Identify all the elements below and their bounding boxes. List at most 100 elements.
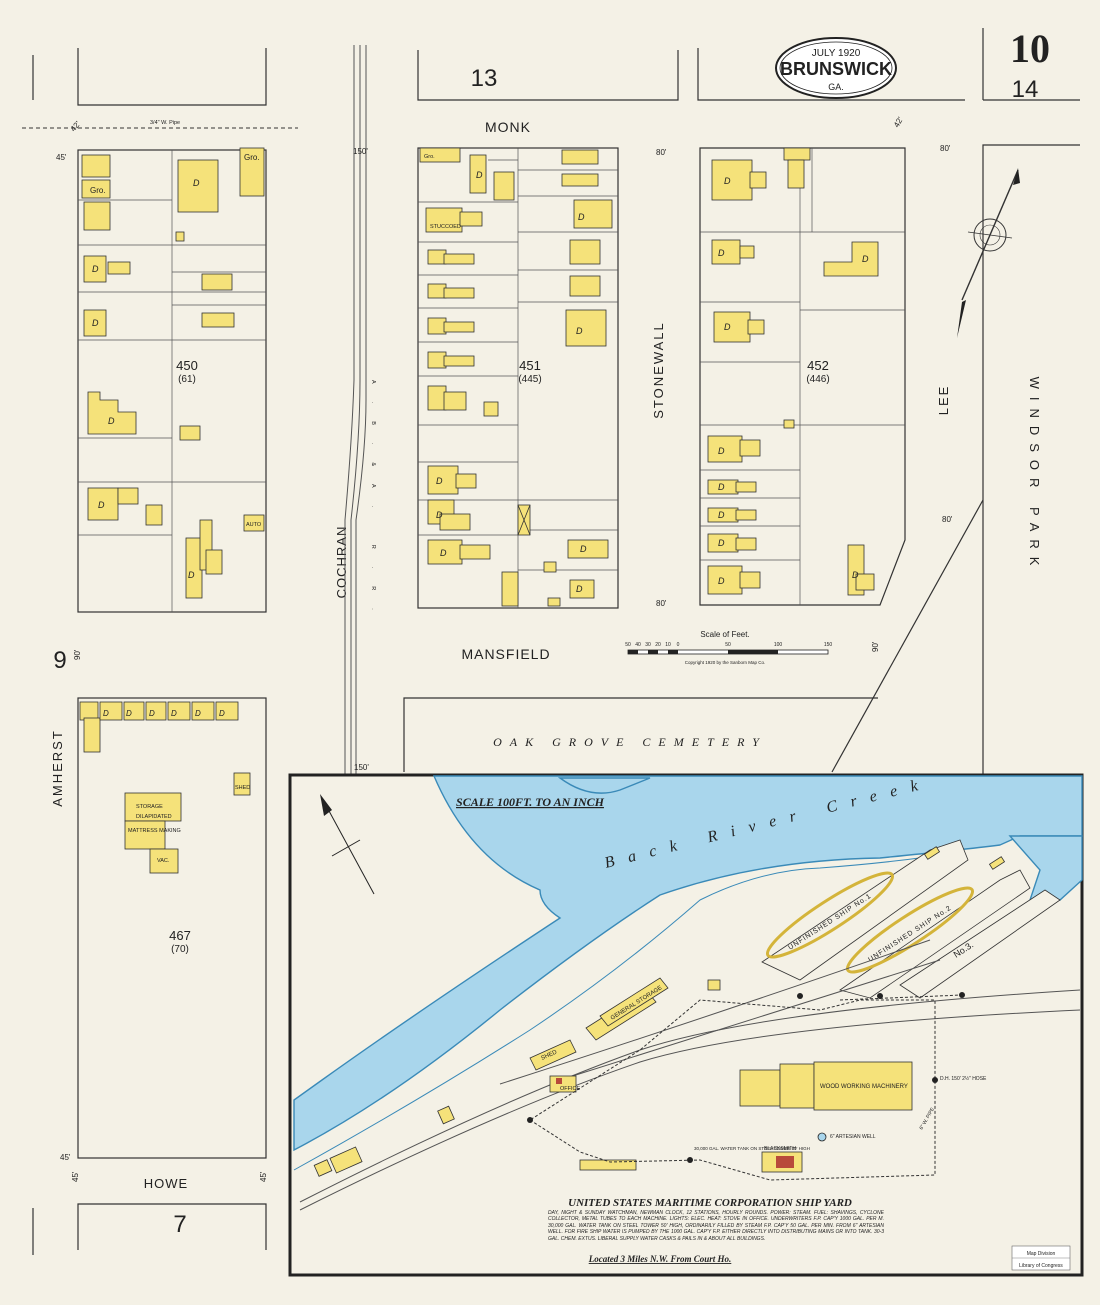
svg-text:D: D (718, 446, 725, 456)
svg-text:D: D (436, 476, 443, 486)
railroad-tracks (344, 45, 367, 775)
svg-text:80': 80' (656, 148, 667, 157)
svg-text:MATTRESS MAKING: MATTRESS MAKING (128, 828, 181, 834)
adjacent-block-13: 13 (417, 50, 679, 101)
svg-text:D: D (219, 709, 225, 718)
svg-text:90': 90' (871, 641, 880, 652)
street-windsor-park: WINDSOR PARK (1027, 377, 1042, 574)
svg-text:D: D (193, 178, 200, 188)
shipyard-inset: SCALE 100FT. TO AN INCH Back River Creek… (288, 773, 1084, 1277)
street-mansfield: MANSFIELD (461, 646, 550, 662)
svg-text:D: D (440, 548, 447, 558)
svg-text:Copyright 1920 by the Sanborn: Copyright 1920 by the Sanborn Map Co. (685, 660, 766, 665)
svg-text:10: 10 (665, 642, 671, 648)
oak-grove-cemetery-border (403, 697, 878, 772)
windsor-park-edge (982, 144, 1080, 1045)
svg-text:45': 45' (56, 153, 67, 162)
blacksmith-building: BLACKSMITH (761, 1146, 803, 1173)
svg-text:D: D (92, 318, 99, 328)
shipways: UNFINISHED SHIP No.1 UNFINISHED SHIP No.… (761, 839, 1061, 999)
svg-text:D: D (149, 709, 155, 718)
svg-text:D: D (476, 170, 483, 180)
street-cochran: COCHRAN (334, 526, 349, 599)
svg-text:D: D (718, 510, 725, 520)
svg-text:D: D (862, 254, 869, 264)
svg-text:D: D (718, 482, 725, 492)
svg-text:DILAPIDATED: DILAPIDATED (136, 814, 172, 820)
inset-description: DAY, NIGHT & SUNDAY WATCHMAN, NEWMAN CLO… (548, 1210, 884, 1242)
street-lee: LEE (936, 385, 951, 416)
block-number-451: 451 (519, 358, 541, 373)
office-building: OFFICE (549, 1075, 580, 1093)
svg-text:D: D (724, 176, 731, 186)
top-left-block-edge (77, 48, 267, 106)
svg-text:AUTO: AUTO (246, 522, 262, 528)
block-old-number-70: (70) (171, 944, 189, 955)
svg-text:80': 80' (940, 144, 951, 153)
inset-scale-note: SCALE 100FT. TO AN INCH (456, 795, 605, 809)
street-stonewall: STONEWALL (651, 321, 666, 418)
street-amherst: AMHERST (50, 729, 65, 807)
svg-text:D: D (195, 709, 201, 718)
svg-text:6" ARTESIAN WELL: 6" ARTESIAN WELL (830, 1134, 876, 1140)
svg-text:D: D (98, 500, 105, 510)
svg-text:45': 45' (71, 1171, 80, 1182)
svg-text:80': 80' (942, 515, 953, 524)
block-number-452: 452 (807, 358, 829, 373)
svg-text:100: 100 (774, 642, 783, 648)
svg-text:D.H. 150' 2½" HOSE: D.H. 150' 2½" HOSE (940, 1075, 987, 1082)
svg-text:30: 30 (645, 642, 651, 648)
svg-text:Map Division: Map Division (1027, 1251, 1056, 1257)
block-451: Gro. STUCCOED D D D D D D D D 451 (445) (417, 147, 619, 609)
back-river-creek (293, 775, 1083, 1152)
svg-text:STUCCOED: STUCCOED (430, 224, 461, 230)
svg-text:150': 150' (354, 763, 369, 772)
svg-text:D: D (108, 416, 115, 426)
svg-text:OFFICE: OFFICE (560, 1086, 580, 1092)
adjacent-sheet-9: 9 (53, 647, 66, 674)
block-old-number-445: (445) (518, 374, 541, 385)
water-pipe-label: 3/4" W. Pipe (150, 120, 180, 126)
block-452: D D D D D D D D D D 452 (446) (699, 147, 906, 606)
svg-text:D: D (436, 510, 443, 520)
map-date: JULY 1920 (812, 48, 861, 59)
library-stamp: Map Division Library of Congress (1011, 1245, 1071, 1271)
block-old-number-446: (446) (806, 374, 829, 385)
title-cartouche: JULY 1920 BRUNSWICK GA. (775, 37, 897, 99)
adjacent-sheet-13: 13 (471, 65, 498, 92)
svg-text:Gro.: Gro. (90, 186, 106, 195)
inset-title: UNITED STATES MARITIME CORPORATION SHIP … (568, 1197, 852, 1209)
svg-text:150: 150 (824, 642, 833, 648)
street-howe: HOWE (144, 1176, 188, 1191)
svg-text:50: 50 (625, 642, 631, 648)
shed-building: SHED (529, 1039, 577, 1071)
svg-text:D: D (718, 538, 725, 548)
svg-text:D: D (578, 212, 585, 222)
inset-location: Located 3 Miles N.W. From Court Ho. (588, 1254, 732, 1264)
svg-text:D: D (171, 709, 177, 718)
adjacent-sheet-14: 14 (1012, 76, 1039, 103)
svg-text:D: D (718, 576, 725, 586)
svg-text:80': 80' (656, 599, 667, 608)
adjacent-block-7 (77, 1203, 267, 1250)
adjacent-sheet-7: 7 (173, 1211, 186, 1238)
railroad-label: A.B.&A. R.R. (370, 380, 376, 628)
svg-text:BLACKSMITH: BLACKSMITH (764, 1146, 796, 1152)
top-right-block-edge (697, 48, 965, 101)
svg-text:D: D (576, 326, 583, 336)
svg-text:0: 0 (677, 642, 680, 648)
map-city: BRUNSWICK (780, 59, 892, 79)
block-number-467: 467 (169, 928, 191, 943)
street-monk: MONK (485, 119, 531, 135)
svg-text:D: D (103, 709, 109, 718)
svg-text:Gro.: Gro. (424, 154, 435, 160)
svg-text:90': 90' (73, 649, 82, 660)
cemetery-label: OAK GROVE CEMETERY (493, 735, 767, 749)
svg-text:STORAGE: STORAGE (136, 804, 163, 810)
svg-text:45': 45' (259, 1171, 268, 1182)
svg-text:40: 40 (635, 642, 641, 648)
block-467: D D D D D D STORAGE DILAPIDATED MATTRESS… (77, 697, 267, 1159)
map-state: GA. (828, 82, 844, 92)
sheet-header: 10 14 JULY 1920 BRUNSWICK GA. (775, 26, 1080, 103)
